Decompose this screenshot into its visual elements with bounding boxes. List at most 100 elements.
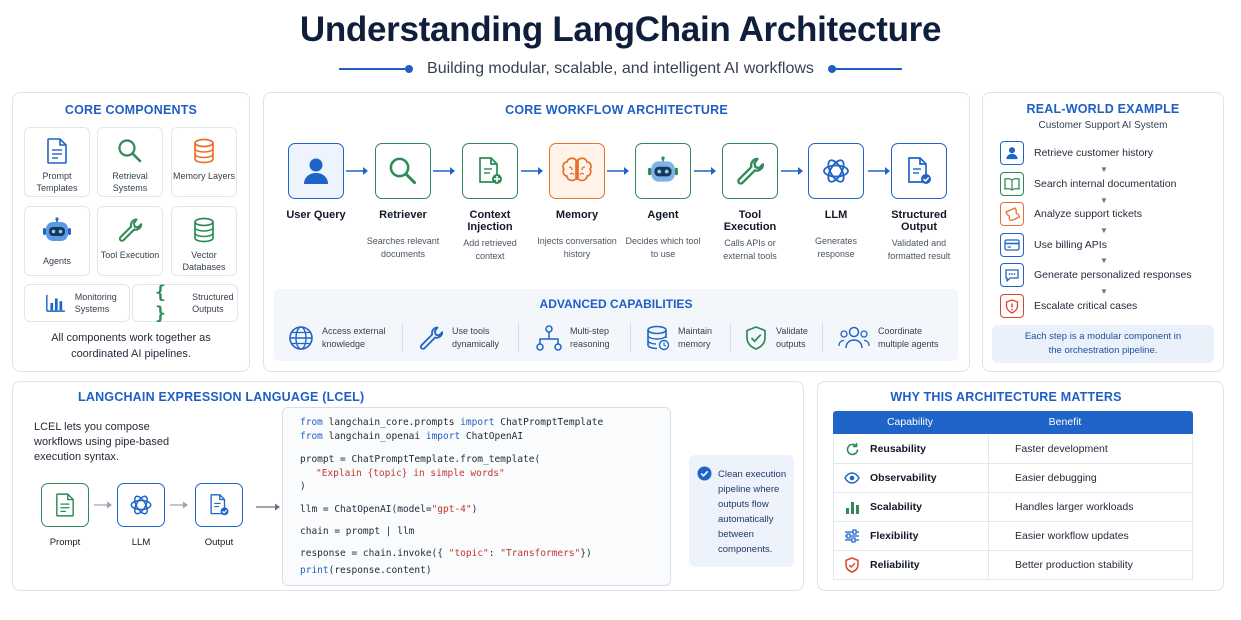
- arrow-down-icon: ▼: [1100, 287, 1108, 296]
- example-step: Retrieve customer history: [1000, 141, 1200, 165]
- search-icon: [389, 157, 417, 185]
- arrow-right-icon: [868, 167, 890, 175]
- shield-icon: [845, 557, 859, 573]
- wrench-icon: [737, 157, 765, 185]
- document-add-icon: [479, 157, 502, 184]
- component-card-label: Vector Databases: [182, 250, 226, 272]
- real-world-note-text: Each step is a modular component in the …: [1024, 331, 1182, 356]
- arrow-right-icon: [433, 167, 455, 175]
- divider: [730, 323, 731, 353]
- workflow-step-desc: Injects conversation history: [537, 236, 617, 259]
- arrow-down-icon: ▼: [1100, 165, 1108, 174]
- workflow-step-retriever: Retriever Searches relevant documents: [363, 143, 443, 261]
- workflow-step-icon-box: [808, 143, 864, 199]
- capability-label: Maintain memory: [678, 326, 713, 349]
- component-card-label: Tool Execution: [100, 250, 160, 260]
- divider: [822, 323, 823, 353]
- workflow-step-name: Memory: [555, 209, 599, 221]
- check-circle-icon: [697, 466, 712, 481]
- shield-check-icon: [746, 326, 766, 350]
- capability-label: Multi-step reasoning: [570, 326, 610, 349]
- workflow-step-icon-box: [722, 143, 778, 199]
- example-step: Use billing APIs: [1000, 233, 1200, 257]
- wrench-icon: [420, 326, 444, 350]
- component-card-prompt-templates: Prompt Templates: [24, 127, 90, 197]
- component-card-tool-execution: Tool Execution: [97, 206, 163, 276]
- lcel-node-llm: LLM: [116, 483, 166, 548]
- example-step: Search internal documentation: [1000, 172, 1200, 196]
- workflow-step-icon-box: [375, 143, 431, 199]
- capability-item: Coordinate multiple agents: [838, 322, 948, 354]
- table-row: Scalability Handles larger workloads: [833, 492, 1193, 522]
- openai-icon: [823, 159, 849, 183]
- component-card-monitoring-systems: Monitoring Systems: [24, 284, 130, 322]
- arrow-down-icon: ▼: [1100, 256, 1108, 265]
- table-header-benefit: Benefit: [1048, 416, 1082, 428]
- globe-icon: [289, 326, 313, 350]
- workflow-step-structured-output: Structured Output Validated and formatte…: [879, 143, 959, 263]
- page-title: Understanding LangChain Architecture: [299, 10, 942, 49]
- code-line: ): [300, 481, 306, 492]
- example-step: Generate personalized responses: [1000, 263, 1200, 287]
- component-card-vector-databases: Vector Databases: [171, 206, 237, 276]
- database-icon: [647, 325, 670, 351]
- page-subtitle: Building modular, scalable, and intellig…: [427, 60, 814, 77]
- component-card-structured-outputs: { } Structured Outputs: [132, 282, 238, 324]
- workflow-step-icon-box: [288, 143, 344, 199]
- workflow-step-icon-box: [549, 143, 605, 199]
- sliders-icon: [845, 529, 859, 543]
- workflow-step-agent: Agent Decides which tool to use: [623, 143, 703, 261]
- subtitle-decor-left: [339, 65, 414, 73]
- capability-item: Maintain memory: [646, 322, 722, 354]
- workflow-step-tool-execution: Tool Execution Calls APIs or external to…: [710, 143, 790, 263]
- database-icon: [194, 217, 214, 243]
- workflow-step-context-injection: Context Injection Add retrieved context: [450, 143, 530, 263]
- table-row: Reusability Faster development: [833, 434, 1193, 464]
- core-workflow-title: CORE WORKFLOW ARCHITECTURE: [505, 103, 728, 117]
- document-check-icon: [908, 157, 931, 184]
- why-title: WHY THIS ARCHITECTURE MATTERS: [890, 390, 1122, 404]
- workflow-step-desc: Validated and formatted result: [887, 238, 951, 261]
- table-row: Observability Easier debugging: [833, 463, 1193, 493]
- lcel-title: LANGCHAIN EXPRESSION LANGUAGE (LCEL): [78, 390, 365, 404]
- divider: [402, 323, 403, 353]
- code-line: response = chain.invoke({ "topic": "Tran…: [300, 548, 592, 559]
- table-cell-capability: Reusability: [870, 443, 927, 455]
- capability-item: Multi-step reasoning: [536, 322, 628, 354]
- search-icon: [118, 139, 142, 163]
- workflow-step-name: Structured Output: [891, 209, 947, 233]
- workflow-step-icon-box: [635, 143, 691, 199]
- workflow-step-name: LLM: [824, 209, 848, 221]
- example-step-label: Analyze support tickets: [1034, 208, 1142, 220]
- component-card-label: Retrieval Systems: [112, 171, 148, 193]
- example-step-label: Search internal documentation: [1034, 178, 1177, 190]
- advanced-capabilities-box: ADVANCED CAPABILITIES Access external kn…: [274, 289, 958, 361]
- component-card-label: Structured Outputs: [192, 292, 234, 314]
- example-step-label: Retrieve customer history: [1034, 147, 1154, 159]
- arrow-right-icon: [256, 503, 280, 511]
- robot-icon: [648, 156, 678, 182]
- braces-icon: { }: [155, 282, 166, 324]
- divider: [518, 323, 519, 353]
- wrench-icon: [118, 218, 143, 242]
- example-step: Analyze support tickets: [1000, 202, 1200, 226]
- component-card-memory-layers: Memory Layers: [171, 127, 237, 197]
- ticket-icon: [1005, 207, 1020, 221]
- component-card-label: Memory Layers: [172, 171, 235, 181]
- core-components-title: CORE COMPONENTS: [64, 103, 198, 117]
- component-card-retrieval-systems: Retrieval Systems: [97, 127, 163, 197]
- workflow-step-icon-box: [891, 143, 947, 199]
- database-icon: [194, 138, 214, 164]
- table-cell-benefit: Handles larger workloads: [988, 492, 1192, 522]
- workflow-step-name: Agent: [647, 209, 679, 221]
- workflow-step-desc: Add retrieved context: [463, 238, 517, 261]
- code-block: from langchain_core.prompts import ChatP…: [282, 407, 671, 586]
- subtitle-decor-right: [827, 65, 902, 73]
- arrow-down-icon: ▼: [1100, 196, 1108, 205]
- workflow-step-desc: Searches relevant documents: [366, 236, 440, 259]
- table-cell-capability: Scalability: [870, 501, 922, 513]
- capability-label: Validate outputs: [776, 326, 808, 349]
- code-line: "Explain {topic} in simple words": [316, 468, 505, 479]
- document-icon: [47, 138, 67, 164]
- arrow-right-icon: [607, 167, 629, 175]
